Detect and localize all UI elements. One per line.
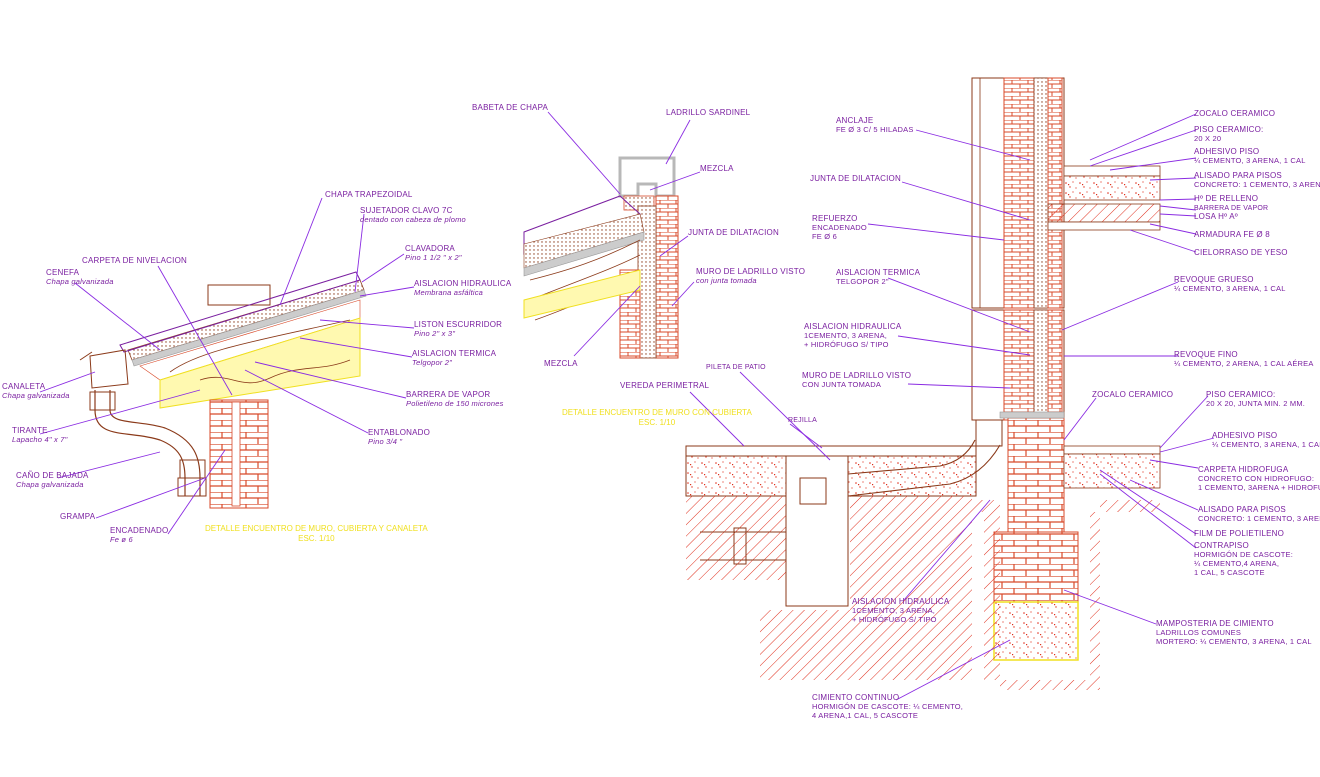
- label-zocalo-2: ZOCALO CERAMICO: [1092, 390, 1174, 399]
- label-piso-ceramico-2: PISO CERAMICO:20 X 20, JUNTA MIN. 2 MM.: [1206, 390, 1306, 408]
- label-film-polietileno: FILM DE POLIETILENO: [1194, 529, 1285, 538]
- leader-lines: [39, 111, 1215, 701]
- caption-detail-1: DETALLE ENCUENTRO DE MURO, CUBIERTA Y CA…: [205, 524, 428, 543]
- label-babeta-chapa: BABETA DE CHAPA: [472, 103, 549, 112]
- label-anclaje: ANCLAJEFe ø 3 c/ 5 HILADAS: [836, 116, 914, 134]
- label-piso-ceramico-1: PISO CERAMICO:20 X 20: [1194, 125, 1264, 143]
- label-losa: LOSA Hº Aº: [1194, 212, 1238, 221]
- label-cielorraso: CIELORRASO DE YESO: [1194, 248, 1288, 257]
- caption-detail-2: DETALLE ENCUENTRO DE MURO CON CUBIERTAEs…: [562, 408, 752, 427]
- detail-wall-roof: [523, 156, 679, 359]
- label-ho-relleno: Hº DE RELLENO: [1194, 194, 1259, 203]
- label-armadura: ARMADURA FE ø 8: [1194, 230, 1270, 239]
- detail-roof-gutter: [79, 271, 367, 509]
- label-rejilla: REJILLA: [788, 417, 818, 424]
- label-mezcla-2: MEZCLA: [544, 359, 578, 368]
- label-junta-dilatacion-1: JUNTA DE DILATACION: [688, 228, 779, 237]
- detail-wall-foundation: [685, 77, 1161, 690]
- label-vereda-perimetral: VEREDA PERIMETRAL: [620, 381, 710, 390]
- label-junta-dilatacion-2: JUNTA DE DILATACION: [810, 174, 901, 183]
- label-ladrillo-sardinel: LADRILLO SARDINEL: [666, 108, 751, 117]
- label-chapa-trapezoidal: CHAPA TRAPEZOIDAL: [325, 190, 413, 199]
- label-pileta-patio: PILETA DE PATIO: [706, 364, 766, 371]
- label-barrera-vapor-2: BARRERA DE VAPOR: [1194, 205, 1269, 212]
- label-mezcla-1: MEZCLA: [700, 164, 734, 173]
- label-zocalo-1: ZOCALO CERAMICO: [1194, 109, 1276, 118]
- label-refuerzo: REFUERZOENCADENADOFe ø 6: [812, 214, 867, 241]
- label-grampa: GRAMPA: [60, 512, 96, 521]
- label-carpeta-nivelacion: CARPETA DE NIVELACION: [82, 256, 187, 265]
